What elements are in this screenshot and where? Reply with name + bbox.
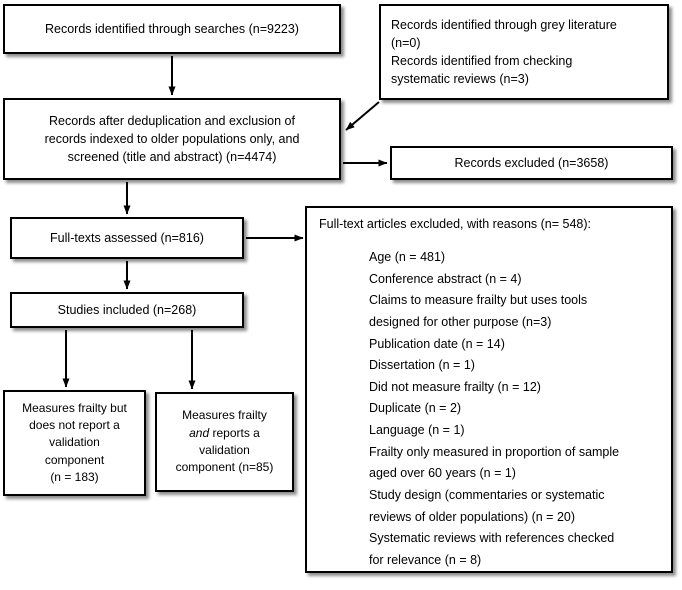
exclusion-reason-item: Duplicate (n = 2): [369, 401, 462, 416]
arrow-grey-literature-to-dedup: [345, 101, 380, 131]
grey-literature-line-1: Records identified through grey literatu…: [391, 17, 617, 32]
box-records-excluded-label: Records excluded (n=3658): [454, 155, 609, 170]
box-studies-included-label: Studies included (n=268): [57, 302, 197, 317]
exclusion-reasons-list: Age (n = 481) Conference abstract (n = 4)…: [319, 250, 661, 568]
exclusion-reason-item: Conference abstract (n = 4): [369, 271, 522, 286]
grey-literature-line-4: systematic reviews (n=3): [391, 72, 529, 87]
exclusion-reason-item: Did not measure frailty (n = 12): [369, 379, 541, 394]
exclusion-reason-item: aged over 60 years (n = 1): [369, 466, 516, 481]
exclusion-reasons-heading: Full-text articles excluded, with reason…: [319, 217, 591, 231]
exclusion-reason-item: Frailty only measured in proportion of s…: [369, 444, 620, 459]
box-measures-frailty-no-validation: Measures frailty but does not report a v…: [3, 390, 146, 496]
box-measures-frailty-with-validation: Measures frailty and reports a validatio…: [155, 392, 294, 492]
box-studies-included: Studies included (n=268): [10, 292, 244, 328]
no-validation-line-5: (n = 183): [50, 470, 99, 485]
exclusion-reason-item: Dissertation (n = 1): [369, 358, 475, 373]
exclusion-reason-item: Study design (commentaries or systematic: [369, 487, 605, 502]
box-grey-literature: Records identified through grey literatu…: [379, 4, 669, 100]
grey-literature-line-2: (n=0): [391, 35, 421, 50]
after-dedup-line-1: Records after deduplication and exclusio…: [49, 113, 295, 128]
with-validation-emphasis-and: and: [189, 425, 210, 440]
exclusion-reason-item: designed for other purpose (n=3): [369, 314, 552, 329]
box-records-after-deduplication: Records after deduplication and exclusio…: [3, 98, 341, 180]
exclusion-reason-item: Claims to measure frailty but uses tools: [369, 293, 588, 308]
after-dedup-line-2: records indexed to older populations onl…: [44, 131, 300, 146]
with-validation-line-3: validation: [199, 443, 250, 457]
box-records-identified: Records identified through searches (n=9…: [3, 4, 341, 54]
grey-literature-line-3: Records identified from checking: [391, 54, 573, 68]
with-validation-line-1: Measures frailty: [182, 408, 267, 423]
no-validation-line-1: Measures frailty but: [22, 400, 127, 415]
exclusion-reason-item: for relevance (n = 8): [369, 552, 482, 567]
exclusion-reason-item: Language (n = 1): [369, 423, 465, 437]
box-fulltexts-assessed-label: Full-texts assessed (n=816): [50, 230, 204, 245]
box-records-identified-label: Records identified through searches (n=9…: [45, 21, 299, 36]
exclusion-reason-item: Systematic reviews with references check…: [369, 531, 615, 546]
box-fulltexts-assessed: Full-texts assessed (n=816): [10, 217, 244, 259]
after-dedup-line-3: screened (title and abstract) (n=4474): [67, 150, 277, 165]
exclusion-reason-item: Publication date (n = 14): [369, 336, 505, 351]
exclusion-reason-item: reviews of older populations) (n = 20): [369, 509, 576, 524]
with-validation-line-2-post: reports a: [209, 425, 260, 440]
no-validation-line-2: does not report a: [29, 417, 120, 432]
box-records-excluded: Records excluded (n=3658): [390, 146, 673, 180]
exclusion-reason-item: Age (n = 481): [369, 250, 446, 264]
no-validation-line-4: component: [44, 452, 105, 467]
with-validation-line-4: component (n=85): [175, 460, 274, 475]
no-validation-line-3: validation: [49, 435, 100, 450]
box-fulltext-exclusion-reasons: Full-text articles excluded, with reason…: [305, 206, 673, 573]
